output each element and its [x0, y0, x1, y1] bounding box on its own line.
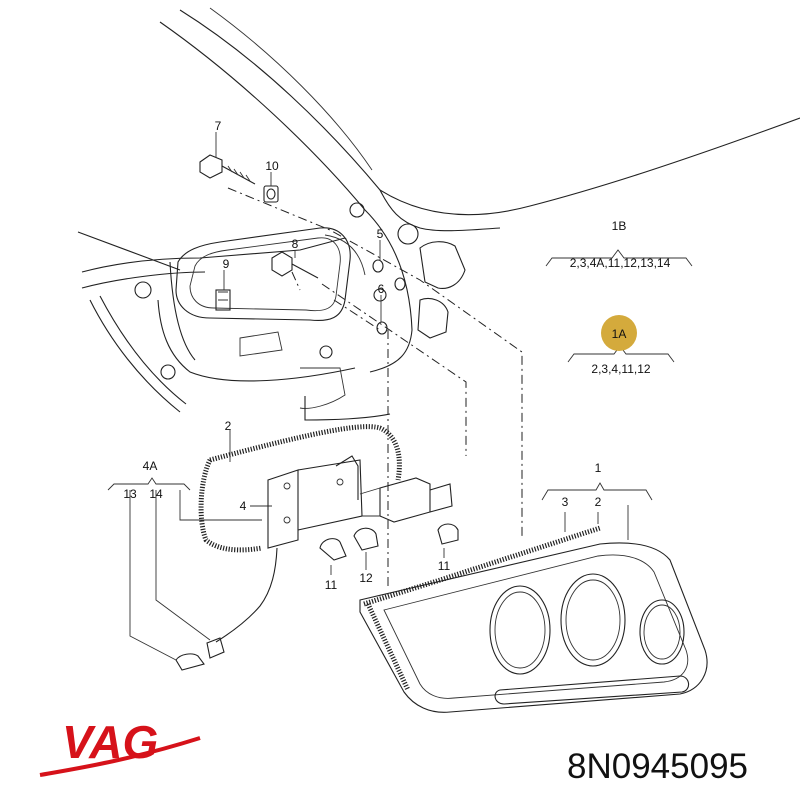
callout-6: 6	[378, 282, 385, 296]
callout-8: 8	[292, 237, 299, 251]
group-brackets	[107, 249, 693, 540]
callout-14: 14	[149, 487, 163, 501]
callout-3: 3	[562, 495, 569, 509]
assembly-dash-lines	[227, 187, 523, 588]
callout-10: 10	[265, 159, 279, 173]
callout-11-b: 11	[438, 559, 451, 573]
bolt-8	[271, 251, 319, 279]
callout-1b: 1B	[612, 219, 627, 233]
callout-4a: 4A	[143, 459, 158, 473]
callout-11-a: 11	[325, 578, 338, 592]
bulbs-11-12	[319, 523, 459, 561]
bolt-7	[199, 154, 256, 185]
bulb-carrier-bracket	[198, 424, 453, 553]
callout-9: 9	[223, 257, 230, 271]
callout-1a: 1A	[612, 327, 627, 341]
highlight-badge	[601, 315, 637, 351]
group-1a-parts: 2,3,4,11,12	[591, 362, 650, 376]
callout-leaders	[215, 132, 445, 575]
callout-7: 7	[215, 119, 222, 133]
callout-labels: 7 10 8 9 5 6 2 4 4A 13 14 11 12 11 1 3 2…	[123, 119, 670, 592]
brand-logo: VAG	[39, 716, 201, 777]
part-number: 8N0945095	[567, 747, 748, 786]
car-body-outline	[77, 7, 800, 421]
callout-13: 13	[123, 487, 137, 501]
lamp-opening-frame	[175, 227, 366, 322]
callout-4: 4	[240, 499, 247, 513]
clip-9	[215, 289, 231, 311]
washers-5-6	[372, 259, 406, 335]
callout-2-b: 2	[595, 495, 602, 509]
brand-name: VAG	[62, 716, 158, 768]
callout-2: 2	[225, 419, 232, 433]
callout-5: 5	[377, 227, 384, 241]
callout-12: 12	[359, 571, 373, 585]
wire-and-socket-13-14	[129, 490, 278, 671]
nut-10	[263, 185, 279, 203]
callout-1: 1	[595, 461, 602, 475]
group-1b-parts: 2,3,4A,11,12,13,14	[570, 256, 671, 270]
tail-lamp-housing	[359, 525, 708, 713]
